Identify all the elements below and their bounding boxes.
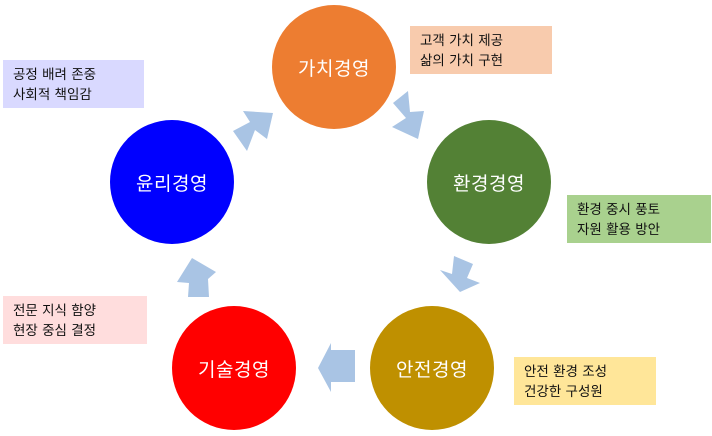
ethics-management-label: 윤리경영: [136, 172, 208, 195]
ethics-management-node: 윤리경영: [110, 120, 234, 244]
ethics-note: 공정 배려 존중 사회적 책임감: [3, 60, 144, 108]
technology-management-node: 기술경영: [172, 306, 296, 430]
safety-note-line2: 건강한 구성원: [524, 384, 603, 400]
arrow-technology-to-ethics: [177, 258, 216, 297]
safety-note-line1: 안전 환경 조성: [524, 364, 608, 380]
safety-note: 안전 환경 조성 건강한 구성원: [514, 357, 656, 405]
arrow-safety-to-technology: [318, 343, 355, 392]
technology-note: 전문 지식 함양 현장 중심 결정: [3, 296, 147, 344]
value-management-label: 가치경영: [298, 57, 370, 80]
arrow-environment-to-safety: [440, 256, 480, 292]
ethics-note-line1: 공정 배려 존중: [13, 67, 97, 83]
arrow-value-to-environment: [392, 91, 424, 139]
environment-note-line2: 자원 활용 방안: [577, 222, 661, 238]
arrow-ethics-to-value: [233, 111, 273, 151]
technology-management-label: 기술경영: [198, 358, 270, 381]
technology-note-line2: 현장 중심 결정: [13, 323, 97, 339]
environment-management-label: 환경경영: [453, 172, 525, 195]
value-note: 고객 가치 제공 삶의 가치 구현: [410, 26, 552, 74]
environment-note-line1: 환경 중시 풍토: [577, 202, 661, 218]
environment-note: 환경 중시 풍토 자원 활용 방안: [567, 195, 711, 243]
value-note-line2: 삶의 가치 구현: [420, 53, 504, 69]
safety-management-node: 안전경영: [370, 306, 494, 430]
ethics-note-line2: 사회적 책임감: [13, 87, 92, 103]
environment-management-node: 환경경영: [427, 120, 551, 244]
value-note-line1: 고객 가치 제공: [420, 33, 504, 49]
value-management-node: 가치경영: [272, 5, 396, 129]
technology-note-line1: 전문 지식 함양: [13, 303, 97, 319]
safety-management-label: 안전경영: [396, 358, 468, 381]
